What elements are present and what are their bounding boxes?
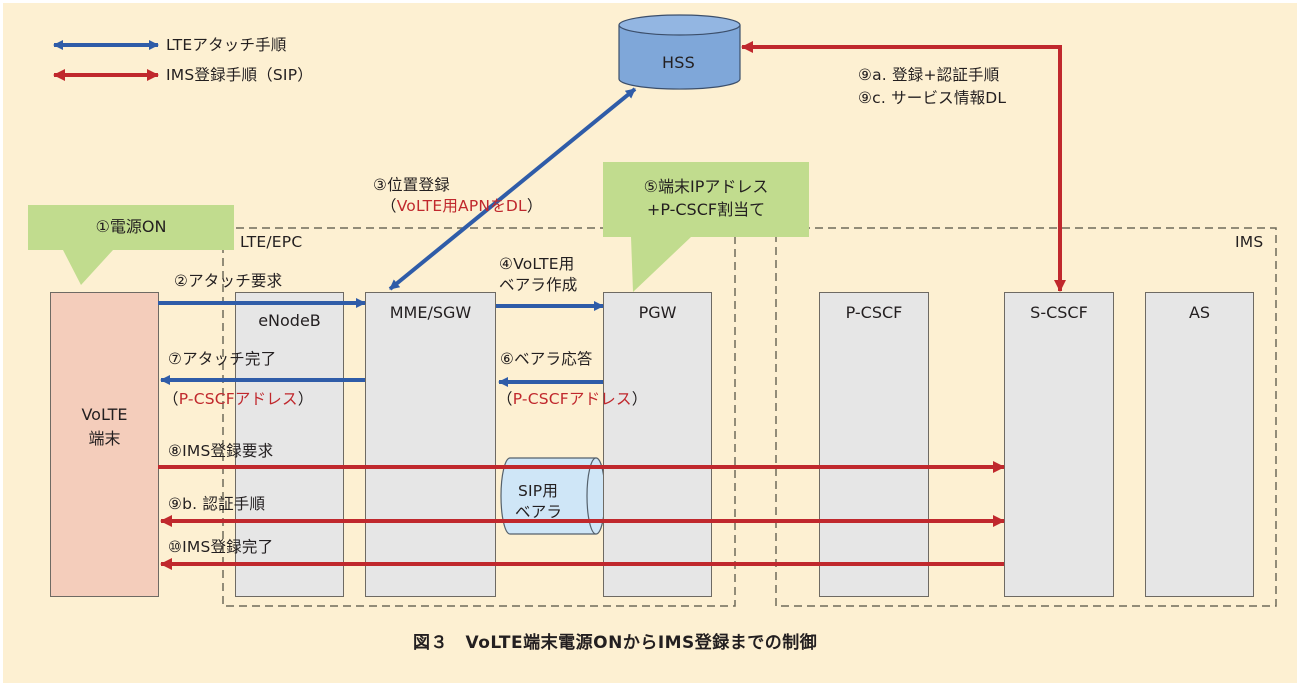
step2-label: ②アタッチ要求 xyxy=(174,272,283,290)
callout-step1-bubble xyxy=(28,205,234,285)
diagram-graphics xyxy=(28,14,1277,607)
sip-bearer-label-line1: SIP用 xyxy=(518,482,559,500)
step4-label-line1: ④VoLTE用 xyxy=(499,255,575,273)
callout-step5-text-line2: +P-CSCF割当て xyxy=(646,200,766,219)
enodeb-label: eNodeB xyxy=(258,311,321,330)
step7-sublabel-close: ） xyxy=(297,390,314,408)
step3-sublabel-close: ） xyxy=(526,197,543,215)
step6-sublabel-close: ） xyxy=(631,390,648,408)
sip-bearer-label-line2: ベアラ xyxy=(515,503,563,521)
ims-domain-label: IMS xyxy=(1235,233,1264,251)
step6-sublabel-text: P-CSCFアドレス xyxy=(512,390,632,408)
step9a-label: ⑨a. 登録+認証手順 xyxy=(858,66,1000,84)
step3-sublabel-open: （ xyxy=(381,197,397,215)
hss-label: HSS xyxy=(662,53,695,72)
volte-terminal-label-line2: 端末 xyxy=(88,429,121,448)
volte-terminal-node: VoLTE 端末 xyxy=(50,292,159,597)
step7-sublabel-open: （ xyxy=(163,390,179,408)
step3-label: ③位置登録 xyxy=(373,176,450,194)
step9c-label: ⑨c. サービス情報DL xyxy=(858,89,1007,107)
as-label: AS xyxy=(1188,303,1211,322)
step3-sublabel: （VoLTE用APNをDL） xyxy=(381,196,543,216)
figure-caption: 図３ VoLTE端末電源ONからIMS登録までの制御 xyxy=(413,633,818,653)
step7-sublabel: （P-CSCFアドレス） xyxy=(163,389,313,409)
legend-ims-label: IMS登録手順（SIP） xyxy=(166,66,313,84)
lte-epc-domain-label: LTE/EPC xyxy=(240,233,303,251)
step7-sublabel-text: P-CSCFアドレス xyxy=(178,390,298,408)
lte-epc-domain-box xyxy=(222,227,736,607)
step4-label-line2: ベアラ作成 xyxy=(499,276,578,294)
p-cscf-label: P-CSCF xyxy=(845,303,903,322)
step6-sublabel-open: （ xyxy=(497,390,513,408)
pgw-label: PGW xyxy=(638,303,677,322)
step3-sublabel-text: VoLTE用APNをDL xyxy=(396,197,527,215)
step6-label: ⑥ベアラ応答 xyxy=(500,350,593,368)
mme-sgw-label: MME/SGW xyxy=(389,303,472,322)
mme-sgw-node: MME/SGW xyxy=(365,292,496,597)
s-cscf-label: S-CSCF xyxy=(1030,303,1088,322)
hss-cylinder xyxy=(618,14,741,90)
step8-label: ⑧IMS登録要求 xyxy=(168,442,274,460)
callout-step5-text-line1: ⑤端末IPアドレス xyxy=(643,177,769,196)
step6-sublabel: （P-CSCFアドレス） xyxy=(497,389,647,409)
pgw-node: PGW xyxy=(603,292,712,597)
legend-lte-label: LTEアタッチ手順 xyxy=(166,36,287,54)
s-cscf-node: S-CSCF xyxy=(1004,292,1114,597)
callout-step1-text: ①電源ON xyxy=(95,217,167,236)
volte-terminal-label-line1: VoLTE xyxy=(81,405,128,424)
arrow-step9ac-hss-scscf xyxy=(741,41,1066,292)
diagram-canvas: VoLTE 端末 eNodeB MME/SGW PGW P-CSCF S-CSC… xyxy=(3,3,1297,683)
step9b-label: ⑨b. 認証手順 xyxy=(168,495,266,513)
p-cscf-node: P-CSCF xyxy=(819,292,929,597)
arrow-step3-location-registration xyxy=(388,87,637,291)
step10-label: ⑩IMS登録完了 xyxy=(168,538,274,556)
as-node: AS xyxy=(1145,292,1254,597)
step7-label: ⑦アタッチ完了 xyxy=(168,350,277,368)
enodeb-node: eNodeB xyxy=(235,292,344,597)
